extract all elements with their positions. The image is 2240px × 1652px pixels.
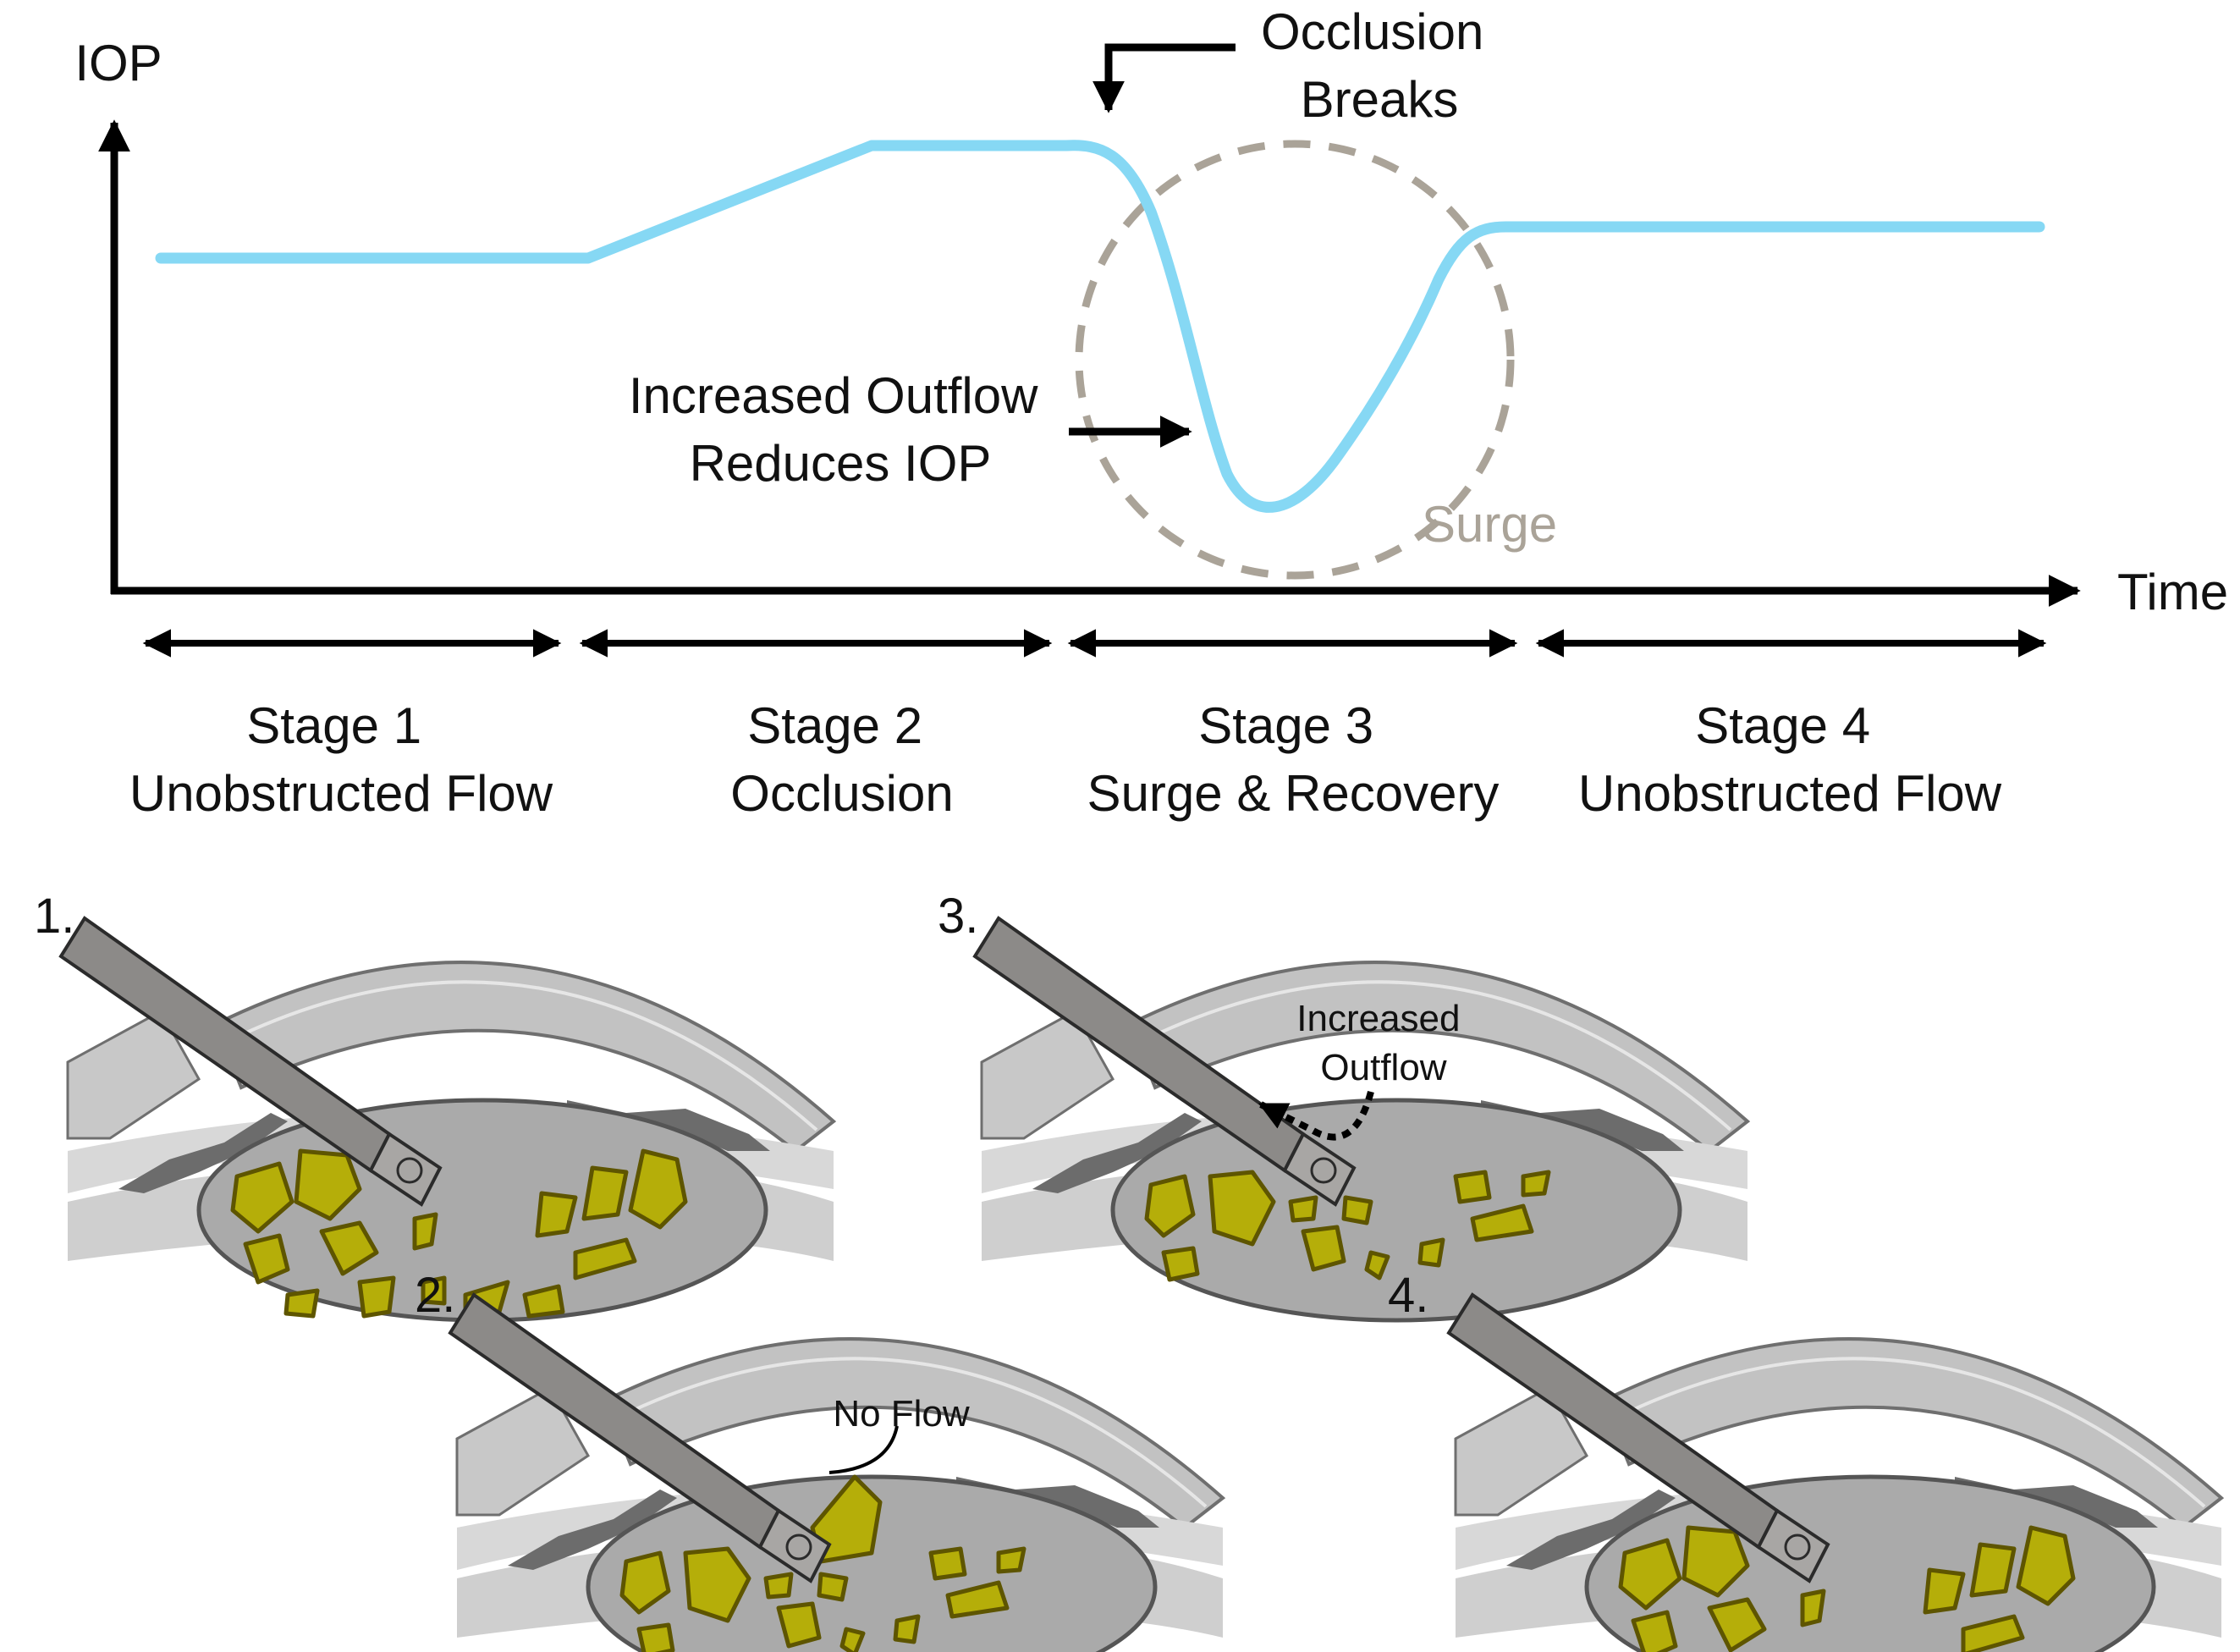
occlusion-breaks-line-1: Occlusion [1261, 3, 1483, 60]
panel-3-callout-line-2: Outflow [1320, 1047, 1446, 1088]
surge-label: Surge [1422, 496, 1557, 553]
occlusion-breaks-line-2: Breaks [1301, 71, 1459, 128]
increased-outflow-line-1: Increased Outflow [629, 367, 1038, 424]
stage-4-label: Stage 4 Unobstructed Flow [1578, 697, 2002, 822]
iop-chart: IOP Time Surge Occlusion Breaks Increase… [74, 3, 2228, 822]
surge-circle [1075, 140, 1515, 580]
panel-3-callout-line-1: Increased [1296, 998, 1460, 1039]
y-axis-label: IOP [74, 35, 162, 91]
occlusion-breaks-arrow [1092, 43, 1236, 113]
stage-1-label: Stage 1 Unobstructed Flow [129, 697, 553, 822]
panel-2-callout: No Flow [833, 1393, 970, 1434]
stage-1-title: Stage 1 [246, 697, 421, 754]
stage-3-label: Stage 3 Surge & Recovery [1087, 697, 1500, 822]
panel-4-number: 4. [1388, 1268, 1428, 1323]
stage-4-title: Stage 4 [1695, 697, 1870, 754]
increased-outflow-line-2: Reduces IOP [690, 435, 992, 492]
stage-2-name: Occlusion [730, 765, 953, 822]
panel-3-illustration [973, 917, 1747, 1320]
panel-2-illustration [449, 1293, 1223, 1652]
stage-2-title: Stage 2 [747, 697, 922, 754]
panel-3-callout: Increased Outflow [1296, 998, 1470, 1088]
stage-3-title: Stage 3 [1198, 697, 1373, 754]
panel-4-illustration [1447, 1293, 2221, 1652]
stage-2-label: Stage 2 Occlusion [730, 697, 953, 822]
increased-outflow-dotted-arrow [1258, 1090, 1374, 1141]
no-flow-leader [828, 1425, 899, 1474]
stage-3-name: Surge & Recovery [1087, 765, 1500, 822]
panel-3-number: 3. [938, 889, 978, 944]
panel-1-number: 1. [34, 889, 74, 944]
iop-curve [155, 140, 2045, 513]
panel-1-illustration [59, 917, 834, 1320]
increased-outflow-label: Increased Outflow Reduces IOP [629, 367, 1052, 492]
x-axis-label: Time [2117, 564, 2228, 620]
occlusion-breaks-label: Occlusion Breaks [1261, 3, 1498, 128]
stage-4-name: Unobstructed Flow [1578, 765, 2002, 822]
stage-1-name: Unobstructed Flow [129, 765, 553, 822]
panel-2-number: 2. [415, 1268, 455, 1323]
